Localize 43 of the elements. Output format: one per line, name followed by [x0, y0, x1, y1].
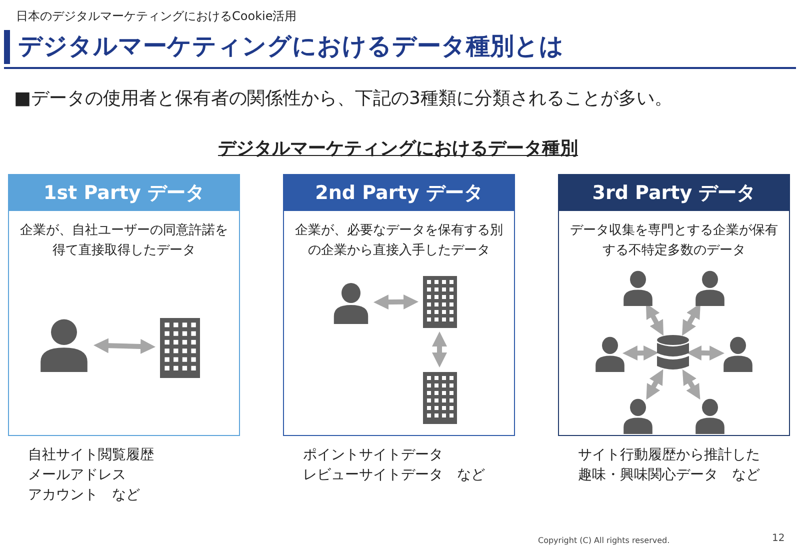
panel-header: 1st Party データ [9, 175, 239, 211]
breadcrumb-text: 日本のデジタルマーケティングにおけるCookie活用 [16, 8, 297, 25]
panel-description: 企業が、自社ユーザーの同意許諾を得て直接取得したデータ [19, 222, 229, 260]
person-icon [332, 282, 370, 324]
building-icon [422, 276, 456, 328]
panel-description: 企業が、必要なデータを保有する別の企業から直接入手したデータ [294, 222, 504, 260]
double-arrow [682, 369, 700, 400]
double-arrow [94, 338, 156, 354]
person-icon [622, 398, 654, 434]
panel-header: 3rd Party データ [559, 175, 789, 211]
building-icon [422, 372, 456, 424]
double-arrow [646, 303, 664, 336]
person-icon [622, 270, 654, 306]
copyright-text: Copyright (C) All rights reserved. [538, 536, 670, 545]
double-arrow [682, 303, 701, 336]
panel-description: データ収集を専門とする企業が保有する不特定多数のデータ [569, 222, 779, 260]
data-type-panel [558, 174, 790, 436]
double-arrow [686, 345, 724, 361]
person-icon [594, 336, 626, 372]
person-icon [722, 336, 754, 372]
double-arrow [622, 345, 658, 361]
data-type-panel [283, 174, 515, 436]
example-text: メールアドレス [28, 466, 126, 484]
example-text: ポイントサイトデータ [303, 446, 443, 464]
double-arrow [432, 332, 447, 368]
intro-sentence: ■データの使用者と保有者の関係性から、下記の3種類に分類されることが多い。 [14, 87, 672, 110]
example-text: アカウント など [28, 486, 140, 504]
database-icon [656, 334, 690, 372]
example-text: レビューサイトデータ など [303, 466, 485, 484]
data-type-panel [8, 174, 240, 436]
person-icon [694, 270, 726, 306]
person-icon [38, 318, 90, 372]
section-heading: デジタルマーケティングにおけるデータ種別 [218, 137, 578, 160]
example-text: 趣味・興味関心データ など [578, 466, 760, 484]
person-icon [694, 398, 726, 434]
page-number: 12 [772, 533, 785, 544]
slide-title: デジタルマーケティングにおけるデータ種別とは [18, 31, 564, 62]
building-icon [160, 318, 200, 378]
example-text: 自社サイト閲覧履歴 [28, 446, 154, 464]
example-text: サイト行動履歴から推計した [578, 446, 760, 464]
panel-header: 2nd Party データ [284, 175, 514, 211]
double-arrow [374, 294, 418, 310]
double-arrow [646, 369, 664, 400]
